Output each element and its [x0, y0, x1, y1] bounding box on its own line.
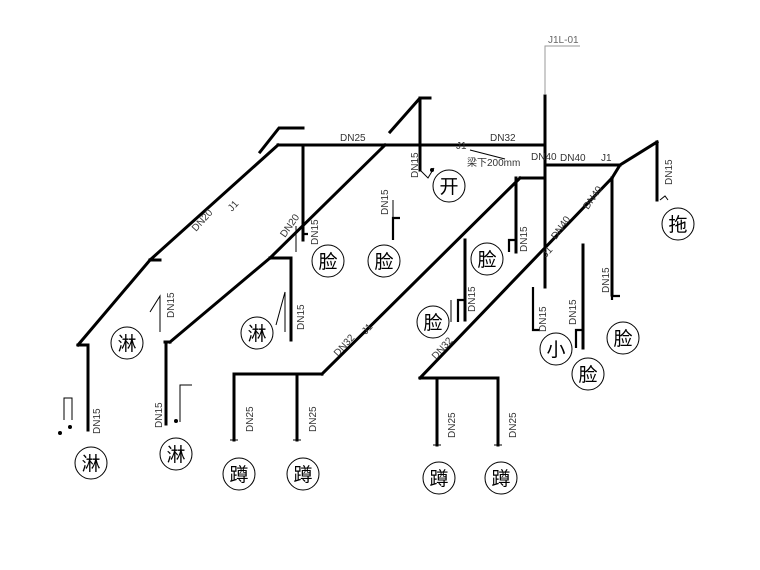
svg-text:脸: 脸 [578, 364, 597, 386]
svg-text:蹲: 蹲 [293, 464, 312, 486]
fixture-lian3: 脸 [470, 242, 504, 276]
branch-labels: DN15 DN15 DN15 DN15 DN15 DN15 DN15 DN15 … [92, 152, 675, 438]
fixture-kai: 开 [432, 169, 466, 203]
svg-text:脸: 脸 [477, 249, 496, 271]
riser-label: J1L-01 [548, 35, 579, 46]
label-dun2: DN25 [308, 406, 319, 432]
svg-text:小: 小 [546, 339, 565, 361]
label-main-dn40: DN40 [560, 153, 586, 164]
fixture-lin4: 淋 [159, 437, 193, 471]
valve-details [58, 167, 669, 446]
fixture-lin2: 淋 [240, 316, 274, 350]
label-tuo: DN15 [664, 159, 675, 185]
fixture-dun2: 蹲 [286, 457, 320, 491]
label-xiao: DN15 [538, 306, 549, 332]
fixture-xiao: 小 [539, 332, 573, 366]
label-lian6: DN15 [601, 267, 612, 293]
fixture-dun4: 蹲 [484, 461, 518, 495]
fixture-lian2: 脸 [367, 244, 401, 278]
label-lin3: DN15 [92, 408, 103, 434]
riser-j1l-01: J1L-01 [543, 35, 580, 289]
fixture-lin3: 淋 [74, 446, 108, 480]
fixtures: 开 脸 脸 脸 脸 脸 脸 淋 淋 淋 淋 小 拖 蹲 蹲 蹲 蹲 [74, 169, 695, 495]
svg-text:拖: 拖 [668, 214, 687, 236]
svg-text:淋: 淋 [117, 333, 136, 355]
svg-text:淋: 淋 [166, 444, 185, 466]
fixture-lin1: 淋 [110, 326, 144, 360]
label-mid-dn20: DN20 [278, 212, 302, 240]
label-dn32-left: DN32 [332, 332, 358, 359]
label-main-dn32: DN32 [490, 133, 516, 144]
svg-text:脸: 脸 [613, 328, 632, 350]
label-dun1: DN25 [245, 406, 256, 432]
label-j1-e: J1 [540, 244, 556, 260]
fixture-dun1: 蹲 [222, 457, 256, 491]
label-lian4: DN15 [467, 286, 478, 312]
label-dun4: DN25 [508, 412, 519, 438]
label-lian1: DN15 [310, 219, 321, 245]
svg-text:脸: 脸 [423, 312, 442, 334]
fixture-lian6: 脸 [606, 321, 640, 355]
svg-text:开: 开 [439, 176, 458, 198]
label-j1-b: J1 [601, 153, 612, 164]
note-below-beam: 梁下200mm [467, 156, 520, 169]
fixture-lian5: 脸 [571, 357, 605, 391]
label-dn40-diag: DN40 [549, 214, 573, 242]
label-lian2: DN15 [380, 189, 391, 215]
label-lian5: DN15 [568, 299, 579, 325]
label-dn40-tag: DN40 [531, 152, 557, 163]
svg-text:蹲: 蹲 [229, 464, 248, 486]
svg-text:蹲: 蹲 [491, 468, 510, 490]
label-kai: DN15 [410, 152, 421, 178]
svg-text:淋: 淋 [247, 323, 266, 345]
label-main-dn25: DN25 [340, 133, 366, 144]
squat-branch-right: DN32 DN40 DN40 J1 [417, 139, 660, 447]
label-j1-c: J1 [226, 198, 242, 214]
fixture-lian1: 脸 [311, 244, 345, 278]
fixture-tuo: 拖 [661, 207, 695, 241]
fixture-lian4: 脸 [416, 305, 450, 339]
svg-text:脸: 脸 [318, 251, 337, 273]
svg-text:蹲: 蹲 [429, 468, 448, 490]
label-lin2: DN15 [296, 304, 307, 330]
fixture-dun3: 蹲 [422, 461, 456, 495]
label-lin1: DN15 [166, 292, 177, 318]
main-header: DN25 DN32 J1 梁下200mm DN40 J1 DN40 [276, 133, 622, 169]
svg-text:脸: 脸 [374, 251, 393, 273]
label-dun3: DN25 [447, 412, 458, 438]
label-j1-a: J1 [456, 141, 467, 152]
label-lian3: DN15 [519, 226, 530, 252]
svg-text:淋: 淋 [81, 453, 100, 475]
label-lin4: DN15 [154, 402, 165, 428]
label-dn32-right: DN32 [430, 335, 456, 362]
